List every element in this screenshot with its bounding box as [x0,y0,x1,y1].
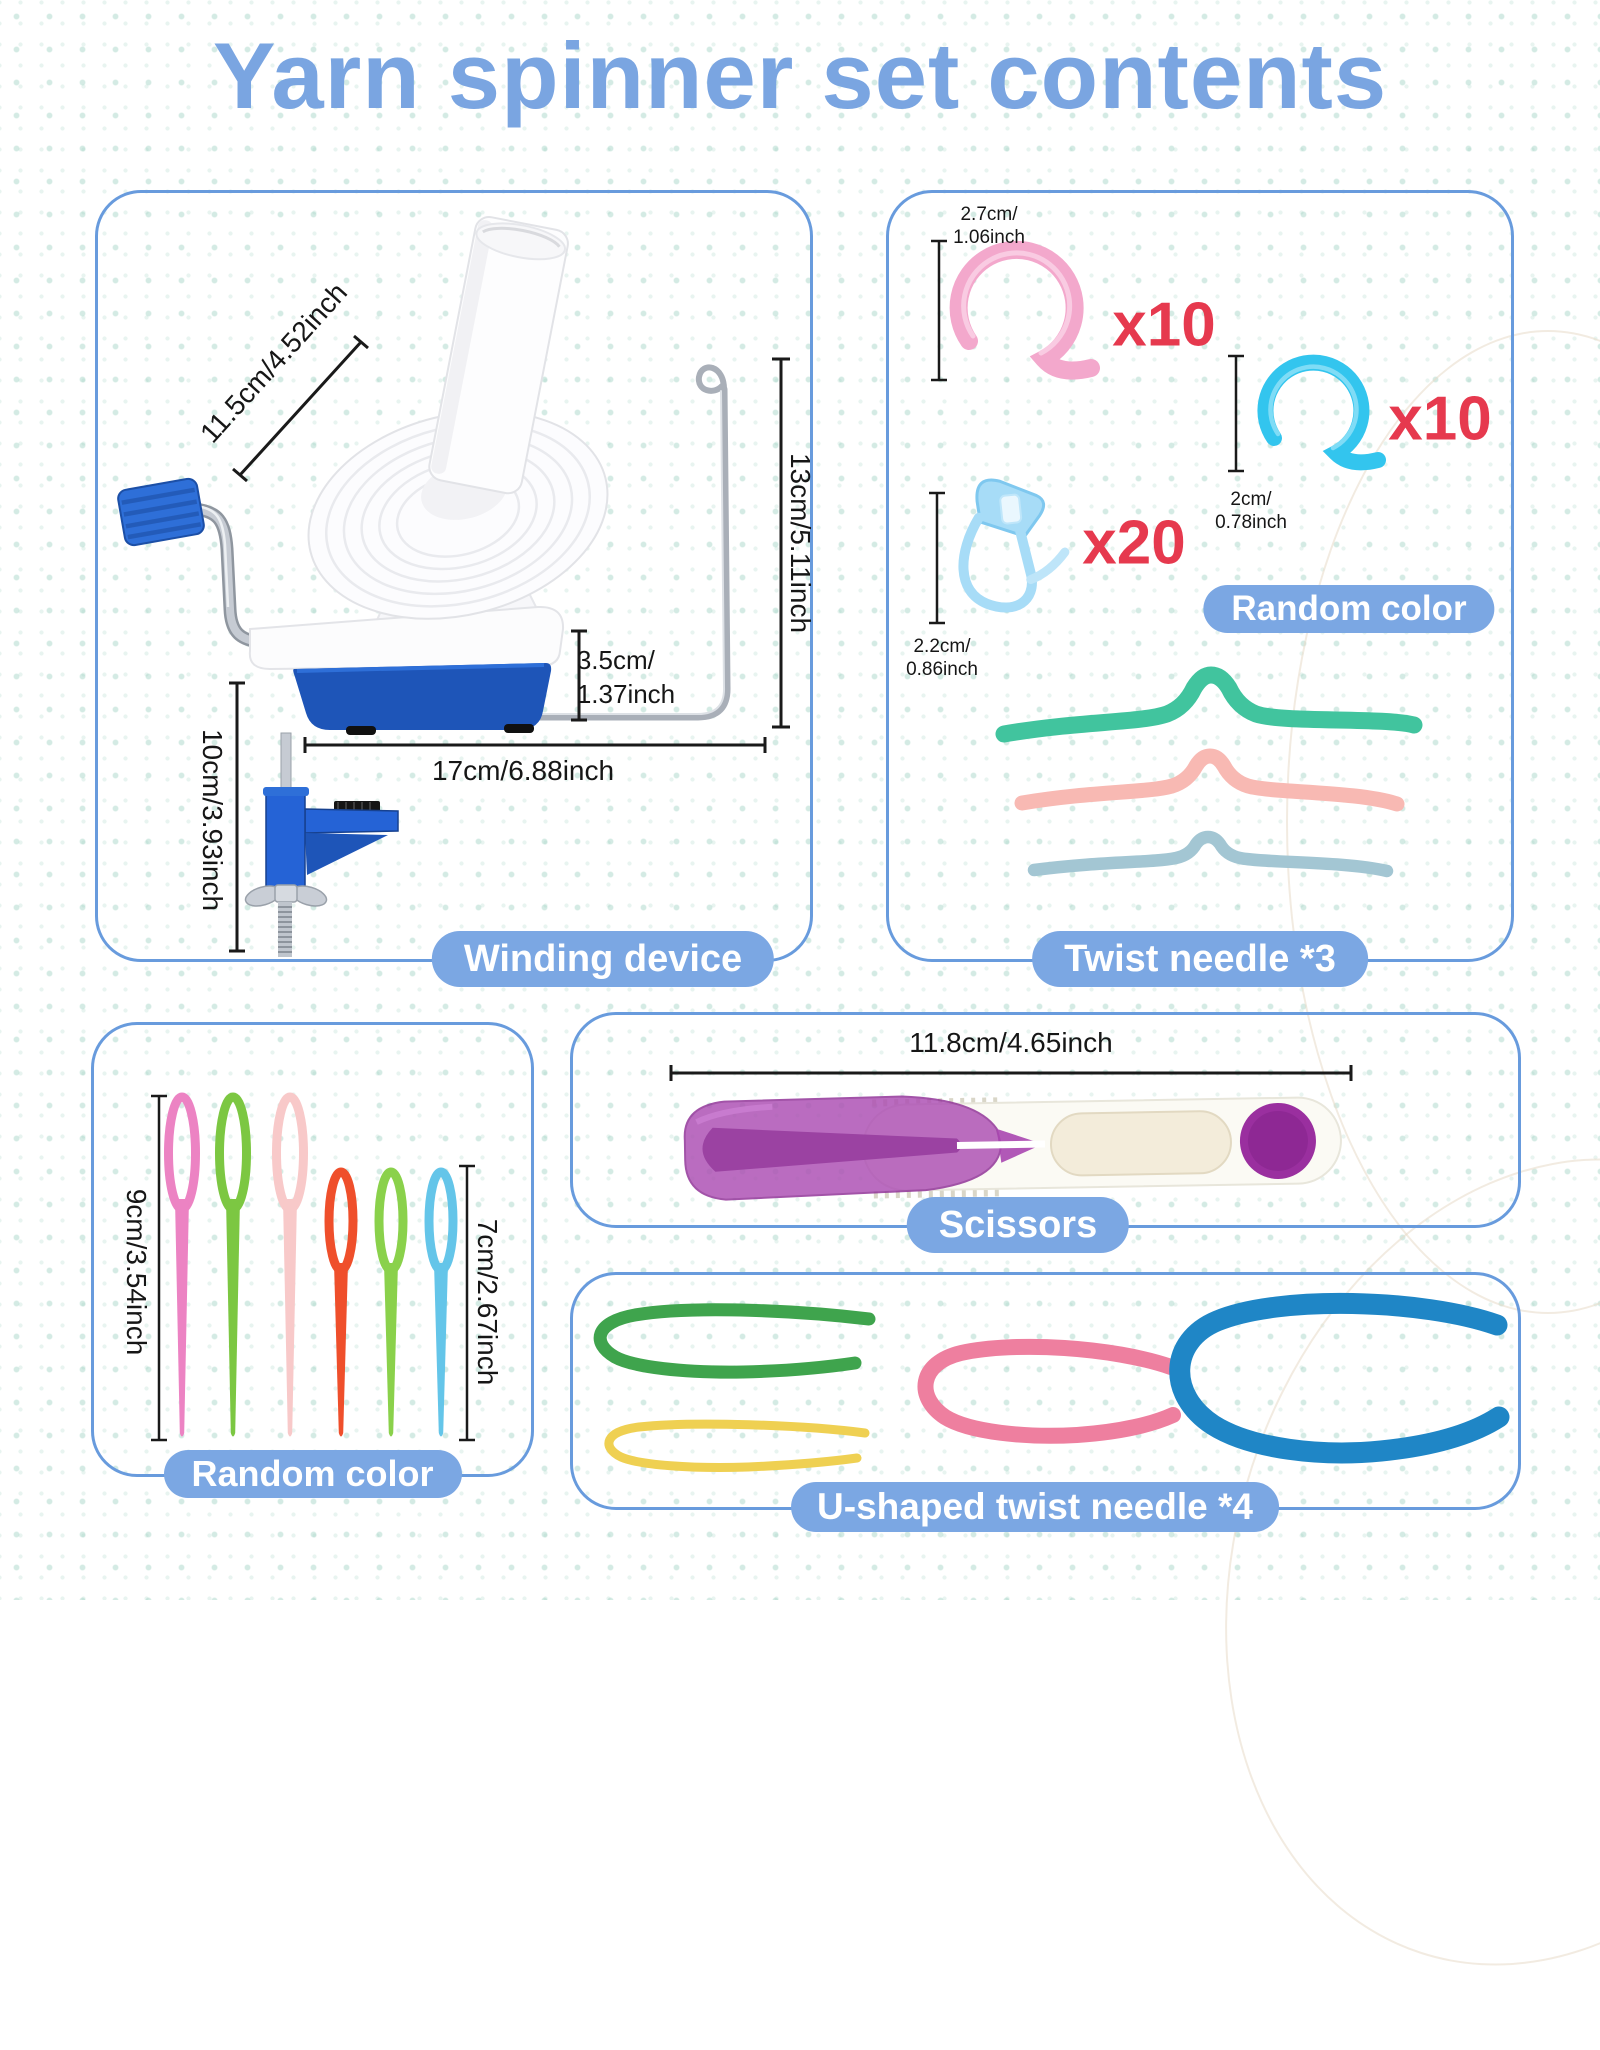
dim-pink-ring-line1: 2.7cm/ [960,204,1018,225]
dim-length: 17cm/6.88inch [431,755,615,786]
u-needle-panel: U-shaped twist needle *4 [570,1272,1521,1532]
u-needle-green-icon [593,1303,876,1379]
needles-illustration [151,1092,475,1442]
u-needle-pink-icon [917,1338,1181,1444]
crank-handle-icon [117,477,281,651]
dim-needle-large: 9cm/3.54inch [121,1188,152,1356]
dim-guide-height: 13cm/5.11inch [785,452,816,634]
markers-illustration [929,239,1423,878]
dim-pink-ring-line2: 1.06inch [953,227,1025,248]
blue-ring-qty: x10 [1388,384,1492,454]
winder-base-top-icon [248,605,565,671]
page-title: Yarn spinner set contents [212,23,1388,128]
winding-device-panel: 11.5cm/4.52inch 13cm/5.11inch 3.5cm/ 1.3… [95,190,816,987]
winder-base-icon [293,663,552,735]
scissors-label: Scissors [906,1197,1130,1253]
blue-ring-marker-icon [1257,354,1386,471]
dim-base-height-line1: 3.5cm/ [576,645,655,675]
random-color-label: Random color [163,1450,462,1498]
spindle-tube-icon [428,216,569,495]
dimension-lines [151,1094,475,1442]
pink-ring-marker-icon [949,240,1100,380]
dim-needle-small: 7cm/2.67inch [472,1218,503,1386]
twist-needle-panel: 2.7cm/ 1.06inch x10 2cm/ 0.78inch x10 2.… [886,190,1514,987]
dim-blue-ring-line1: 2cm/ [1230,489,1272,510]
needle-blue-icon [424,1167,458,1437]
scissors-icon [683,1095,1342,1201]
dimension-lines [669,1065,1353,1081]
twist-needle-blue-icon [1027,830,1394,878]
u-needle-blue-icon [1169,1292,1510,1464]
u-needle-yellow-icon [604,1419,870,1473]
dim-scissors-length: 11.8cm/4.65inch [909,1027,1113,1058]
dim-clamp-height: 10cm/3.93inch [197,728,228,912]
yarn-guide-arm-icon [509,364,731,721]
twist-needle-pink-icon [1014,748,1405,812]
twist-needle-label: Twist needle *3 [1032,931,1368,987]
needle-pink-icon [164,1092,200,1437]
dimension-lines [229,334,790,953]
twist-needle-green-icon [995,666,1423,743]
u-needles-illustration [593,1292,1510,1473]
dim-blue-ring-line2: 0.78inch [1215,512,1287,533]
winding-device-label: Winding device [431,931,775,987]
sewing-needles-panel: 9cm/3.54inch 7cm/2.67inch Random color [91,1022,534,1498]
random-color-label: Random color [1203,585,1495,633]
locking-marker-icon [958,478,1070,613]
winding-device-illustration [117,216,790,957]
dim-lock-marker-line1: 2.2cm/ [913,636,971,657]
needle-green-icon [215,1092,251,1437]
lock-marker-qty: x20 [1082,508,1186,578]
needle-lightgreen-icon [374,1167,408,1437]
scissors-panel: 11.8cm/4.65inch Scissors [570,1012,1521,1253]
dim-lock-marker-line2: 0.86inch [906,659,978,680]
pink-ring-qty: x10 [1112,290,1216,360]
table-clamp-icon [244,787,399,957]
dimension-lines [929,239,1244,625]
scissors-illustration [669,1065,1353,1201]
dim-base-height-line2: 1.37inch [576,679,676,709]
needle-lightpink-icon [272,1092,308,1437]
needle-orange-icon [324,1167,358,1437]
u-needle-label: U-shaped twist needle *4 [791,1482,1279,1532]
